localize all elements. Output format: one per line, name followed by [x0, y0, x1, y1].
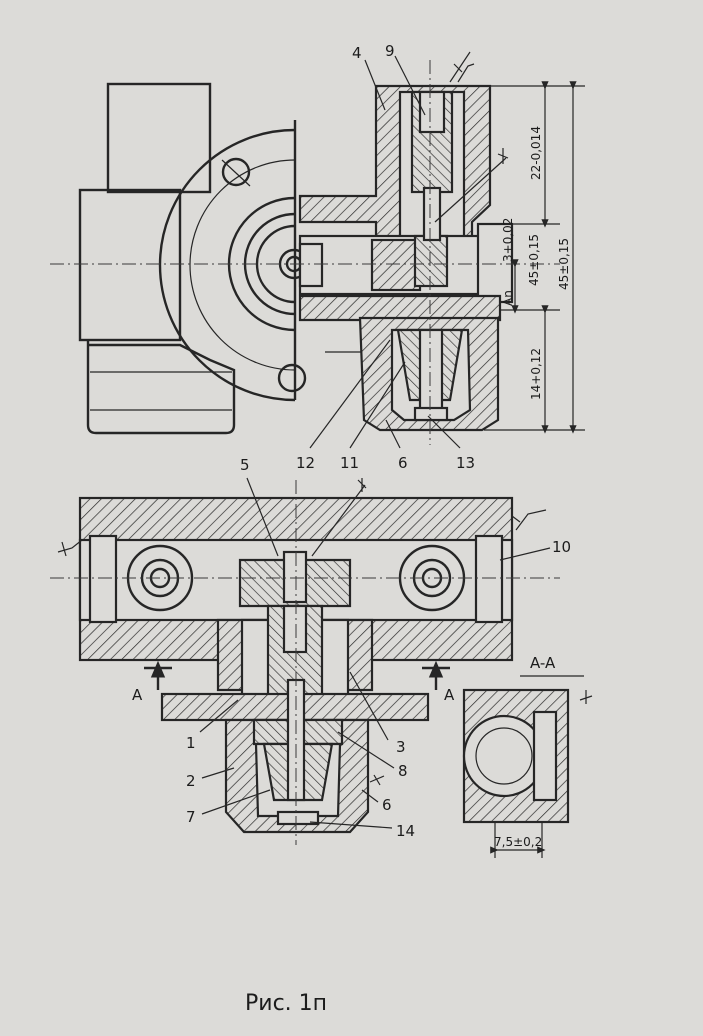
- dim-45b: 45±0,15: [557, 238, 571, 290]
- figure-caption: Pис. 1п: [245, 991, 327, 1016]
- label-14: 14: [396, 822, 415, 840]
- section-title: A-A: [530, 654, 556, 672]
- bottom-callouts: 5 10 1 2 7 3 8 6 14: [186, 456, 571, 840]
- label-1: 1: [186, 734, 196, 752]
- section-markers: A A: [132, 660, 455, 704]
- top-section-view: [50, 60, 560, 445]
- label-3: 3: [396, 738, 406, 756]
- label-6-bottom: 6: [382, 796, 392, 814]
- label-10: 10: [552, 538, 571, 556]
- bottom-section-view: [50, 480, 560, 845]
- section-a-a: A-A 7,5±0,2: [462, 654, 584, 858]
- label-11: 11: [340, 454, 359, 472]
- roughness-marks: [57, 63, 593, 786]
- section-mark-a-right: A: [444, 686, 455, 704]
- dim-an: An: [501, 290, 515, 306]
- section-mark-a-left: A: [132, 686, 143, 704]
- label-2: 2: [186, 772, 196, 790]
- dim-22: 22-0,014: [529, 126, 543, 180]
- top-dimensions: 22-0,014 3+0,02 45±0,15 45±0,15 An 14+0,…: [484, 81, 585, 434]
- label-7: 7: [186, 808, 196, 826]
- dim-14: 14+0,12: [529, 348, 543, 400]
- label-4: 4: [352, 44, 362, 62]
- top-callouts: 4 9 12 11 6 13: [296, 42, 507, 472]
- dim-7-5: 7,5±0,2: [494, 835, 542, 849]
- dim-3: 3+0,02: [501, 218, 515, 262]
- label-8: 8: [398, 762, 408, 780]
- label-13: 13: [456, 454, 475, 472]
- dim-45a: 45±0,15: [527, 234, 541, 286]
- label-9: 9: [385, 42, 395, 60]
- label-12: 12: [296, 454, 315, 472]
- label-5: 5: [240, 456, 250, 474]
- label-6-top: 6: [398, 454, 408, 472]
- top-external-view: [78, 82, 310, 435]
